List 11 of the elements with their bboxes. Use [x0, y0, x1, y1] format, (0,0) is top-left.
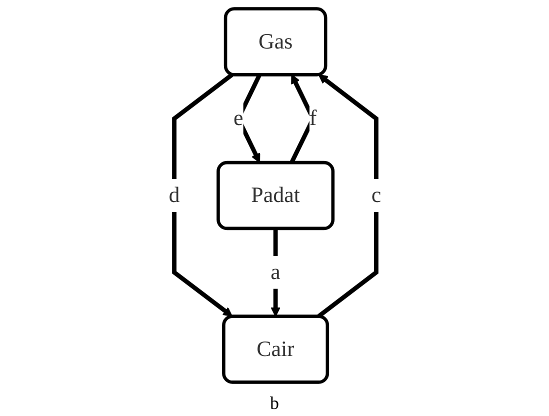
edge-label: d: [168, 183, 180, 208]
edge-label: e: [233, 106, 243, 131]
note-label: b: [270, 393, 279, 413]
edge-label: c: [370, 183, 381, 208]
node-box: Padat: [216, 160, 334, 230]
arrow: [289, 74, 316, 164]
edge-label: f: [308, 106, 316, 131]
node-box: Gas: [223, 7, 327, 76]
arrow: [270, 228, 280, 317]
edge-label: a: [270, 260, 280, 284]
node-box: Cair: [222, 314, 329, 384]
